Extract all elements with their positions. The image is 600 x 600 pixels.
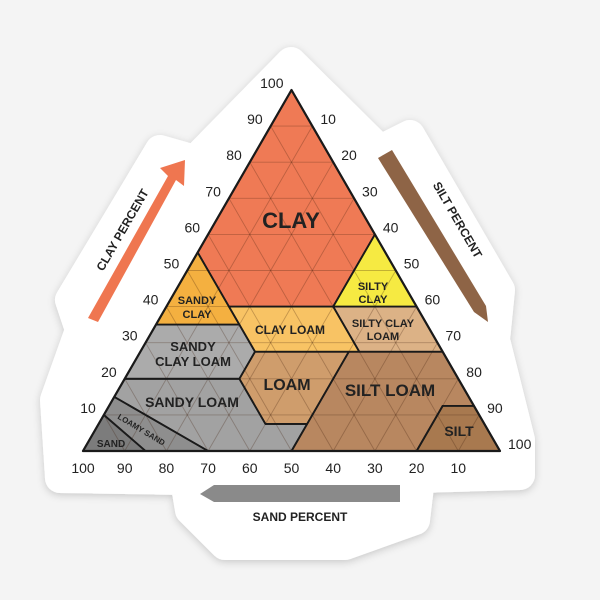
clay-tick-label: 20 bbox=[101, 364, 117, 380]
clay-tick-label: 40 bbox=[143, 292, 159, 308]
sand-tick-label: 50 bbox=[284, 460, 300, 476]
region-label: LOAM bbox=[263, 377, 310, 394]
region-clay bbox=[197, 90, 375, 307]
grid-line bbox=[228, 198, 376, 452]
clay-tick-label: 10 bbox=[80, 400, 96, 416]
silt-tick-label: 20 bbox=[341, 147, 357, 163]
clay-tick-label: 60 bbox=[185, 219, 201, 235]
silt-tick-label: 10 bbox=[320, 111, 336, 127]
region-sand bbox=[83, 414, 146, 451]
sand-tick-label: 20 bbox=[409, 460, 425, 476]
silt-tick-label: 100 bbox=[508, 436, 532, 452]
sand-tick-label: 10 bbox=[451, 460, 467, 476]
silt-tick-label: 70 bbox=[445, 328, 461, 344]
region-sandy-clay bbox=[155, 252, 240, 325]
region-label: SAND bbox=[97, 439, 125, 450]
sand-tick-label: 80 bbox=[159, 460, 175, 476]
sand-axis-label: SAND PERCENT bbox=[253, 510, 348, 524]
clay-tick-label: 100 bbox=[260, 75, 284, 91]
texture-regions bbox=[83, 90, 500, 451]
region-label: SILT LOAM bbox=[345, 381, 435, 400]
clay-tick-label: 50 bbox=[164, 256, 180, 272]
region-label: SILT bbox=[444, 423, 474, 439]
grid-line bbox=[207, 198, 355, 452]
grid-line bbox=[186, 270, 292, 452]
sand-tick-label: 100 bbox=[71, 460, 95, 476]
triangle-outline bbox=[81, 88, 502, 453]
silt-tick-label: 50 bbox=[404, 256, 420, 272]
region-label: CLAY bbox=[262, 208, 320, 233]
region-sandy-loam bbox=[114, 378, 308, 451]
clay-tick-label: 30 bbox=[122, 328, 138, 344]
grid-line bbox=[145, 342, 209, 452]
region-silty-clay bbox=[333, 234, 417, 307]
region-label: CLAY LOAM bbox=[255, 323, 325, 337]
silt-tick-label: 40 bbox=[383, 219, 399, 235]
silt-tick-label: 30 bbox=[362, 183, 378, 199]
silt-tick-label: 80 bbox=[466, 364, 482, 380]
region-clay-loam bbox=[228, 306, 360, 352]
tick-labels: 10 20 30 40 50 60 70 80 90 100 10 20 30 40 50 60 70 80 90 1… bbox=[71, 75, 531, 476]
silt-tick-label: 60 bbox=[425, 292, 441, 308]
sand-tick-label: 60 bbox=[242, 460, 258, 476]
region-loam bbox=[239, 351, 349, 424]
region-silt-loam bbox=[291, 351, 474, 451]
clay-tick-label: 70 bbox=[205, 183, 221, 199]
sand-tick-label: 30 bbox=[367, 460, 383, 476]
grid-line bbox=[270, 125, 459, 452]
region-label: SANDY LOAM bbox=[145, 394, 239, 410]
clay-tick-label: 80 bbox=[226, 147, 242, 163]
silt-percent-arrow bbox=[378, 150, 488, 322]
grid-line bbox=[457, 414, 480, 452]
grid-line bbox=[332, 306, 417, 452]
sand-tick-label: 40 bbox=[325, 460, 341, 476]
sand-tick-label: 70 bbox=[200, 460, 216, 476]
region-silt bbox=[416, 405, 500, 451]
region-sandy-clay-loam bbox=[124, 324, 256, 379]
grid-line bbox=[374, 342, 438, 452]
sand-tick-label: 90 bbox=[117, 460, 133, 476]
grid-line bbox=[103, 414, 126, 452]
clay-tick-label: 90 bbox=[247, 111, 263, 127]
sand-percent-arrow bbox=[200, 485, 400, 502]
clay-percent-arrow bbox=[88, 160, 185, 322]
region-silty-clay-loam bbox=[333, 306, 443, 352]
silt-tick-label: 90 bbox=[487, 400, 503, 416]
